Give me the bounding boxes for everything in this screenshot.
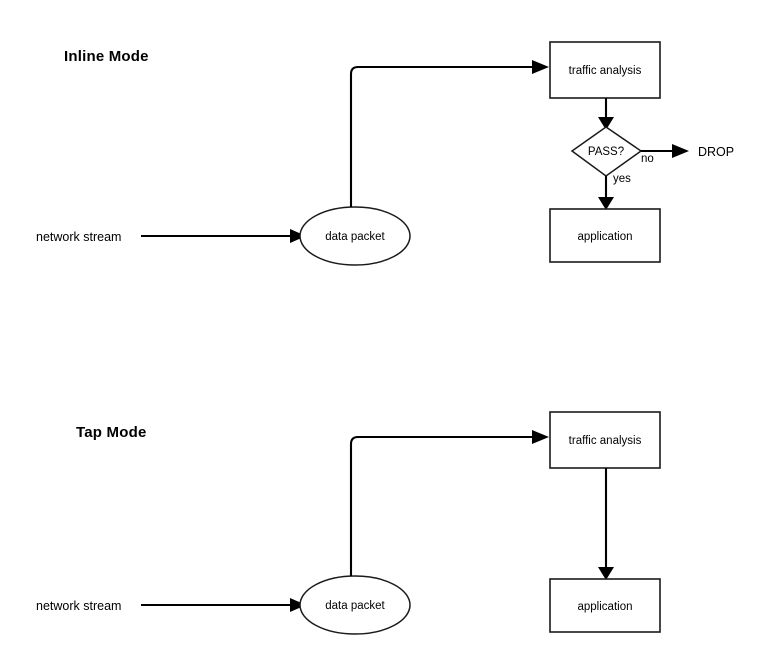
tap-application-node: application bbox=[549, 578, 661, 633]
inline-edge-data-packet-to-traffic-analysis bbox=[349, 60, 549, 207]
inline-drop-label: DROP bbox=[698, 145, 734, 159]
inline-edge-label-yes: yes bbox=[613, 173, 631, 185]
inline-pass-decision-label: PASS? bbox=[588, 146, 624, 158]
inline-edge-label-no: no bbox=[641, 153, 654, 165]
inline-traffic-analysis-label: traffic analysis bbox=[569, 65, 642, 77]
inline-edge-network-stream-to-data-packet bbox=[141, 229, 306, 243]
inline-traffic-analysis-node: traffic analysis bbox=[549, 41, 661, 99]
tap-data-packet-label: data packet bbox=[325, 600, 385, 612]
tap-network-stream-label: network stream bbox=[36, 599, 121, 613]
tap-traffic-analysis-label: traffic analysis bbox=[569, 435, 642, 447]
tap-traffic-analysis-node: traffic analysis bbox=[549, 411, 661, 469]
inline-pass-decision-node: PASS? bbox=[570, 126, 643, 177]
inline-edge-pass-to-application bbox=[598, 176, 614, 210]
inline-edge-pass-to-drop bbox=[641, 144, 689, 158]
inline-application-label: application bbox=[578, 231, 633, 243]
tap-edge-network-stream-to-data-packet bbox=[141, 598, 306, 612]
tap-mode-heading: Tap Mode bbox=[76, 424, 146, 441]
tap-data-packet-node: data packet bbox=[299, 575, 411, 635]
inline-data-packet-label: data packet bbox=[325, 231, 385, 243]
tap-edge-data-packet-to-traffic-analysis bbox=[349, 430, 549, 576]
tap-edge-traffic-analysis-to-application bbox=[598, 468, 614, 580]
inline-data-packet-node: data packet bbox=[299, 206, 411, 266]
inline-mode-heading: Inline Mode bbox=[64, 48, 149, 65]
inline-edge-traffic-analysis-to-pass bbox=[598, 98, 614, 130]
tap-application-label: application bbox=[578, 601, 633, 613]
inline-application-node: application bbox=[549, 208, 661, 263]
inline-network-stream-label: network stream bbox=[36, 230, 121, 244]
